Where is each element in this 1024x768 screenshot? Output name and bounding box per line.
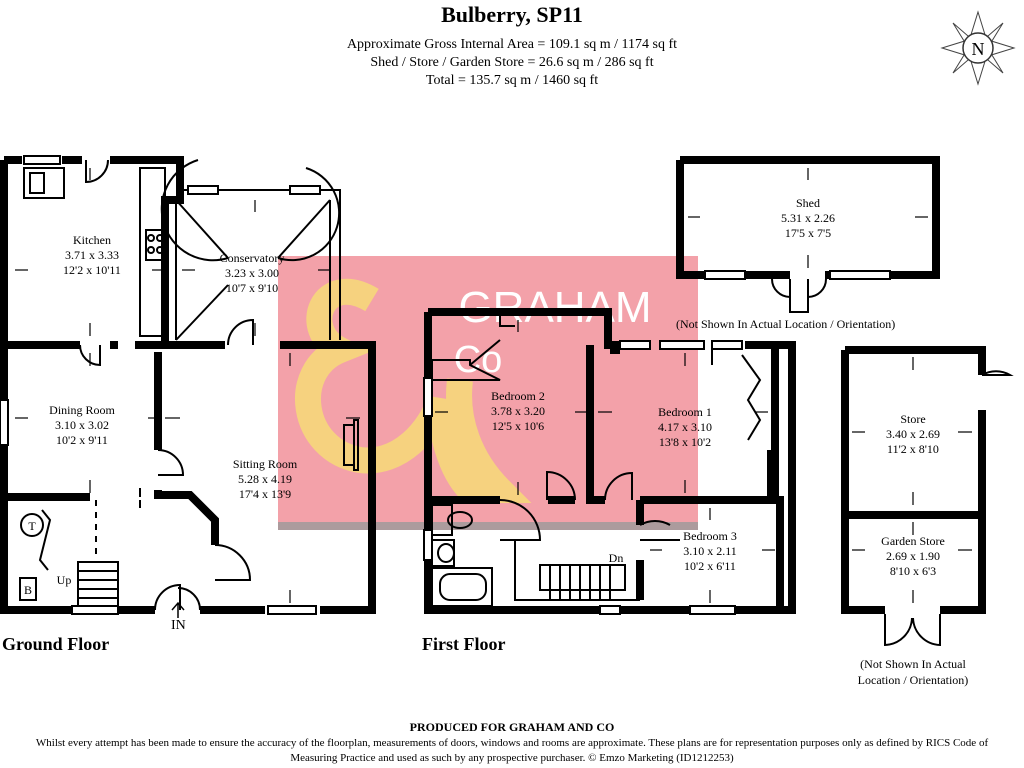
compass-letter: N (972, 39, 985, 59)
sitting-room-metric: 5.28 x 4.19 (238, 472, 292, 486)
kitchen-metric: 3.71 x 3.33 (65, 248, 119, 262)
ground-floor-fixtures (0, 155, 359, 615)
conservatory-name: Conservatory (220, 251, 285, 265)
shed-imperial: 17'5 x 7'5 (785, 226, 831, 240)
ground-floor-label: Ground Floor (2, 634, 110, 654)
sitting-room-name: Sitting Room (233, 457, 298, 471)
sitting-room-imperial: 17'4 x 13'9 (239, 487, 291, 501)
bedroom-2-name: Bedroom 2 (491, 389, 545, 403)
store-imperial: 11'2 x 8'10 (887, 442, 939, 456)
dimension-arrows (15, 168, 972, 603)
dining-room-name: Dining Room (49, 403, 115, 417)
plan-title: Bulberry, SP11 (441, 2, 583, 27)
bedroom-1-name: Bedroom 1 (658, 405, 712, 419)
first-floor-fixtures (423, 312, 773, 615)
entrance-label: IN (171, 618, 186, 633)
store-note-line2: Location / Orientation) (857, 673, 969, 687)
first-floor-label: First Floor (422, 634, 506, 654)
bedroom-2-metric: 3.78 x 3.20 (491, 404, 545, 418)
bedroom-1-imperial: 13'8 x 10'2 (659, 435, 711, 449)
store-note-line1: (Not Shown In Actual (860, 657, 966, 671)
meter-label: B (24, 583, 32, 597)
bedroom-1-metric: 4.17 x 3.10 (658, 420, 712, 434)
bedroom-3-metric: 3.10 x 2.11 (683, 544, 737, 558)
first-stairs-label: Dn (609, 551, 624, 565)
disclaimer-text: Whilst every attempt has been made to en… (35, 737, 989, 764)
footer-heading: PRODUCED FOR GRAHAM AND CO (409, 720, 615, 734)
brand-name: GRAHAM (458, 283, 651, 332)
garden-store-name: Garden Store (881, 534, 945, 548)
store-metric: 3.40 x 2.69 (886, 427, 940, 441)
store-walls (841, 346, 986, 614)
kitchen-name: Kitchen (73, 233, 111, 247)
compass-icon: N (940, 10, 1016, 86)
gross-area-line: Approximate Gross Internal Area = 109.1 … (346, 37, 678, 52)
kitchen-imperial: 12'2 x 10'11 (63, 263, 121, 277)
shed-location-note: (Not Shown In Actual Location / Orientat… (676, 317, 896, 331)
shed-metric: 5.31 x 2.26 (781, 211, 835, 225)
shed-name: Shed (796, 196, 820, 210)
total-area-line: Total = 135.7 sq m / 1460 sq ft (425, 73, 599, 88)
conservatory-metric: 3.23 x 3.00 (225, 266, 279, 280)
conservatory-imperial: 10'7 x 9'10 (226, 281, 278, 295)
garden-store-metric: 2.69 x 1.90 (886, 549, 940, 563)
entrance-arrow-icon (171, 601, 185, 618)
bedroom-3-imperial: 10'2 x 6'11 (684, 559, 736, 573)
dining-room-imperial: 10'2 x 9'11 (56, 433, 108, 447)
boiler-label: T (28, 519, 36, 533)
ground-floor-walls (0, 156, 376, 614)
footer-disclaimer: Whilst every attempt has been made to en… (0, 736, 1024, 766)
outbuilding-area-line: Shed / Store / Garden Store = 26.6 sq m … (370, 55, 654, 70)
ground-stairs-label: Up (57, 573, 72, 587)
brand-watermark: GRAHAM Co (278, 256, 698, 530)
bedroom-2-imperial: 12'5 x 10'6 (492, 419, 544, 433)
garden-store-imperial: 8'10 x 6'3 (890, 564, 936, 578)
bedroom-3-name: Bedroom 3 (683, 529, 737, 543)
dining-room-metric: 3.10 x 3.02 (55, 418, 109, 432)
store-name: Store (900, 412, 925, 426)
